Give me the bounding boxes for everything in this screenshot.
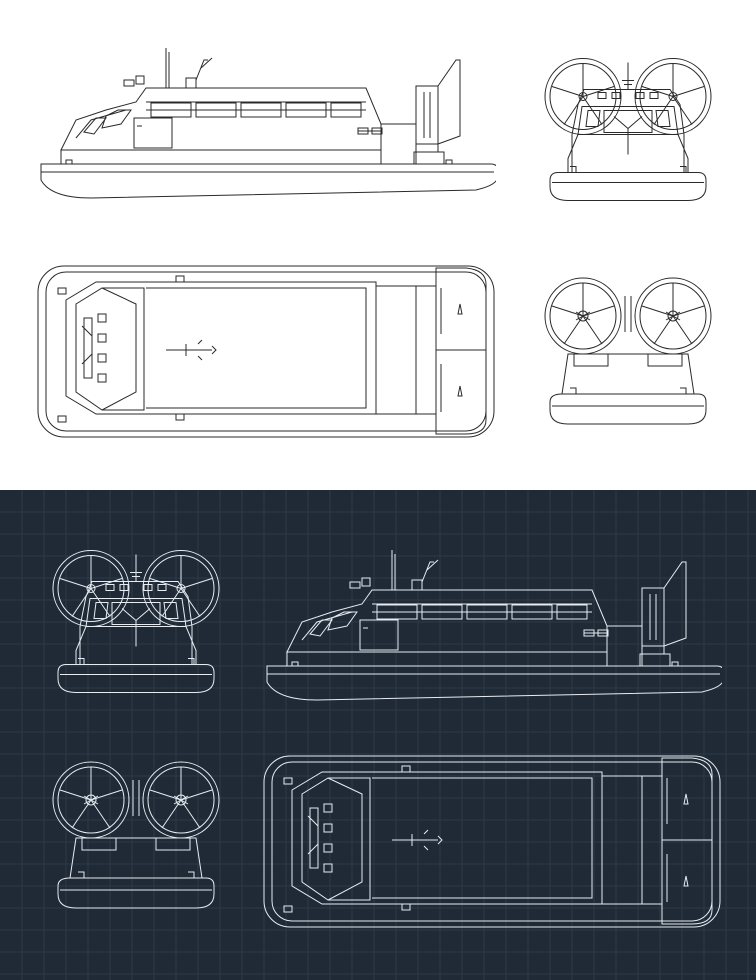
front-view bbox=[544, 58, 712, 201]
front-view bbox=[52, 550, 220, 693]
dark-blueprint-panel bbox=[0, 490, 756, 980]
side-view bbox=[40, 47, 496, 199]
rear-view bbox=[544, 277, 712, 425]
top-view bbox=[37, 265, 495, 438]
side-view bbox=[266, 549, 722, 701]
rear-view bbox=[52, 761, 220, 909]
top-view bbox=[263, 755, 721, 928]
light-blueprint-panel bbox=[37, 47, 712, 438]
